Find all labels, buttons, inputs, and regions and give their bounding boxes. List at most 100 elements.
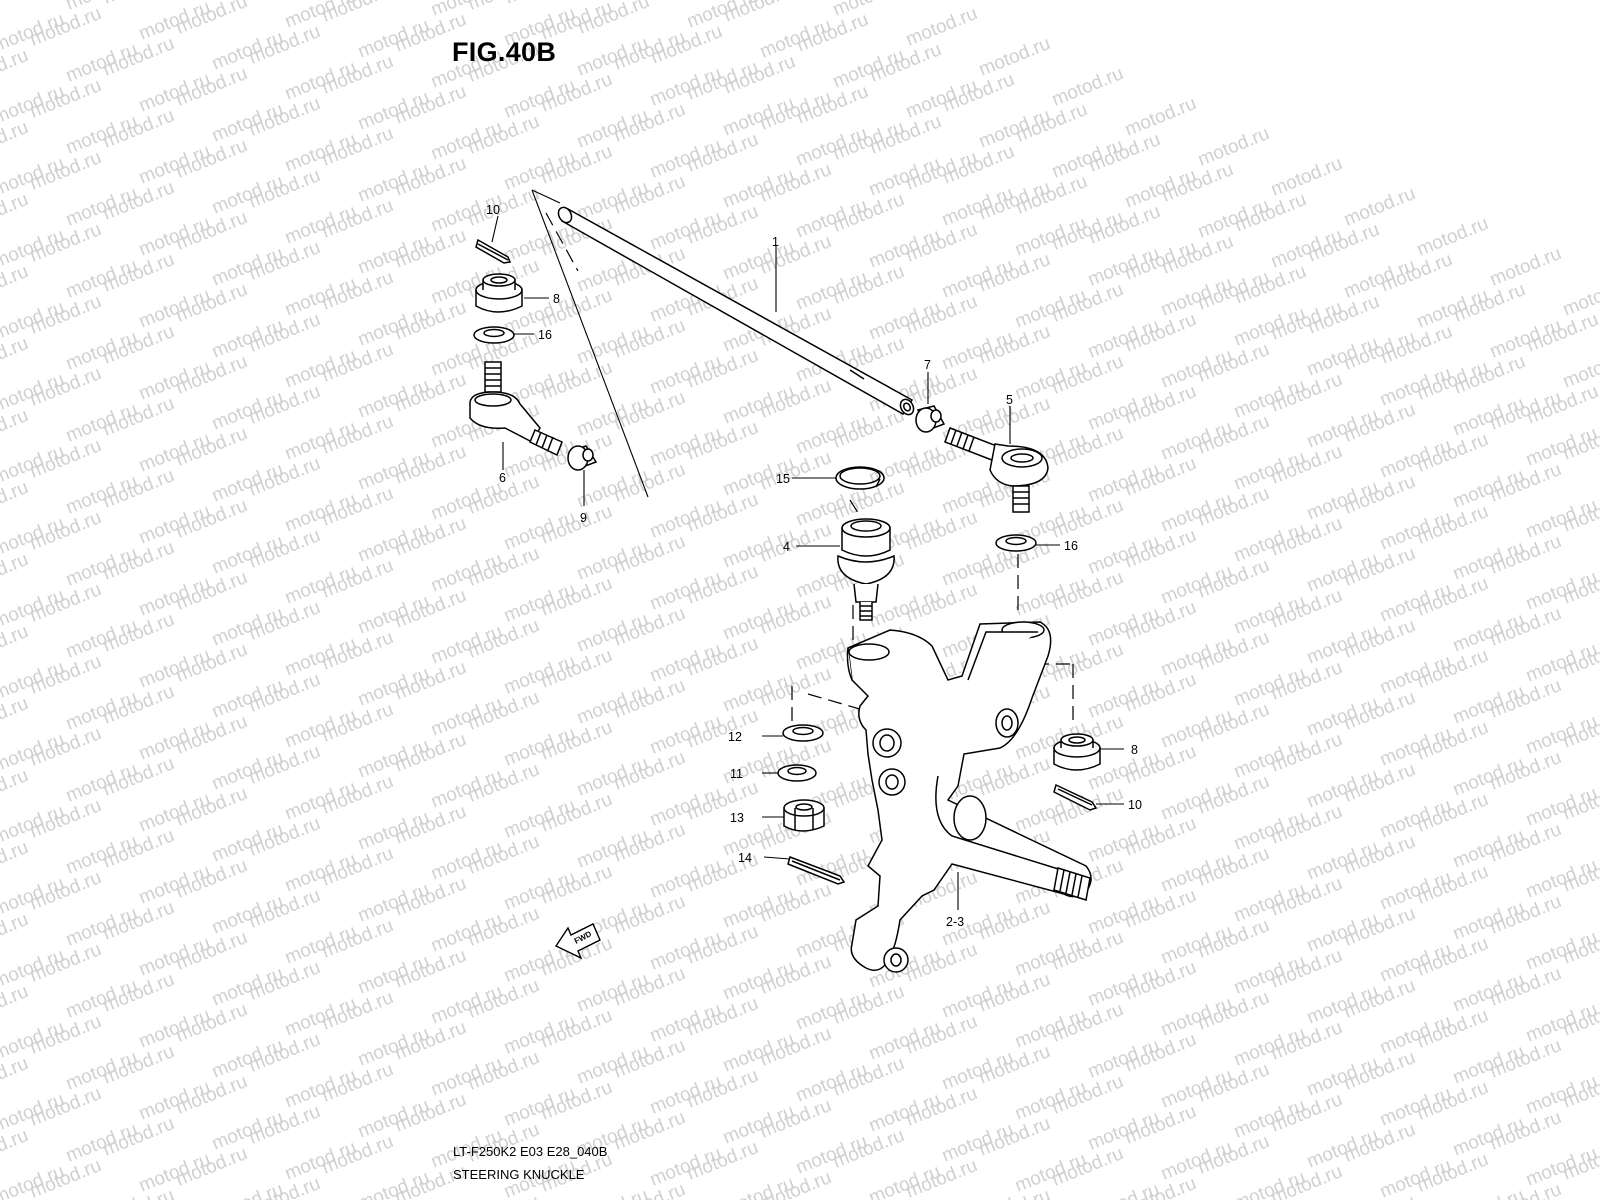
watermark-text: motod.ru (1377, 363, 1454, 411)
watermark-text: motod.ru (1450, 465, 1527, 513)
watermark-text: motod.ru (1158, 777, 1235, 825)
watermark-text: motod.ru (428, 765, 505, 813)
washer-12 (782, 724, 824, 742)
watermark-text: motod.ru (63, 831, 140, 879)
watermark-text: motod.ru (0, 981, 31, 1029)
watermark-text: motod.ru (136, 69, 213, 117)
watermark-text: motod.ru (1450, 681, 1527, 729)
watermark-text: motod.ru (0, 1125, 31, 1173)
watermark-text: motod.ru (1231, 879, 1308, 927)
watermark-text: motod.ru (793, 267, 870, 315)
watermark-text: motod.ru (1304, 765, 1381, 813)
watermark-text: motod.ru (1377, 867, 1454, 915)
watermark-text: motod.ru (647, 1143, 724, 1191)
watermark-text: motod.ru (939, 1119, 1016, 1167)
watermark-text: motod.ru (282, 201, 359, 249)
watermark-text: motod.ru (136, 933, 213, 981)
callout-8-lower: 8 (1131, 743, 1138, 757)
watermark-text: motod.ru (939, 1047, 1016, 1095)
watermark-text: motod.ru (136, 429, 213, 477)
ballstud-axis-line (849, 499, 861, 517)
watermark-text: motod.ru (63, 255, 140, 303)
watermark-text: motod.ru (866, 441, 943, 489)
watermark-text: motod.ru (1304, 837, 1381, 885)
watermark-text: motod.ru (0, 549, 31, 597)
watermark-text: motod.ru (720, 885, 797, 933)
watermark-text: motod.ru (1158, 417, 1235, 465)
cotter-pin-upper (475, 238, 512, 264)
watermark-text: motod.ru (903, 3, 980, 51)
watermark-text: motod.ru (1596, 1029, 1600, 1077)
watermark-text: motod.ru (1377, 939, 1454, 987)
callout-15: 15 (776, 472, 790, 486)
watermark-text: motod.ru (355, 1023, 432, 1071)
watermark-text: motod.ru (136, 141, 213, 189)
watermark-text: motod.ru (282, 993, 359, 1041)
watermark-text: motod.ru (1231, 519, 1308, 567)
watermark-text: motod.ru (0, 333, 31, 381)
watermark-text: motod.ru (1231, 303, 1308, 351)
cotter-pin-14 (787, 856, 846, 885)
watermark-text: motod.ru (209, 963, 286, 1011)
watermark-text: motod.ru (1158, 921, 1235, 969)
watermark-text: motod.ru (1158, 345, 1235, 393)
watermark-text: motod.ru (647, 63, 724, 111)
watermark-text: motod.ru (1158, 993, 1235, 1041)
watermark-text: motod.ru (100, 1185, 177, 1200)
watermark-text: motod.ru (1523, 495, 1600, 543)
watermark-text: motod.ru (720, 237, 797, 285)
watermark-text: motod.ru (136, 501, 213, 549)
watermark-text: motod.ru (1523, 1071, 1600, 1119)
watermark-text: motod.ru (793, 123, 870, 171)
watermark-text: motod.ru (1085, 891, 1162, 939)
watermark-text: motod.ru (976, 105, 1053, 153)
watermark-text: motod.ru (0, 261, 31, 309)
watermark-text: motod.ru (1122, 165, 1199, 213)
watermark-text: motod.ru (209, 891, 286, 939)
watermark-text: motod.ru (501, 795, 578, 843)
watermark-text: motod.ru (1085, 603, 1162, 651)
watermark-text: motod.ru (428, 1053, 505, 1101)
callout-1: 1 (772, 235, 779, 249)
watermark-text: motod.ru (282, 273, 359, 321)
watermark-text: motod.ru (63, 615, 140, 663)
washer-11 (777, 764, 817, 782)
watermark-text: motod.ru (720, 669, 797, 717)
watermark-text: motod.ru (428, 117, 505, 165)
watermark-text: motod.ru (1523, 639, 1600, 687)
watermark-text: motod.ru (1523, 567, 1600, 615)
watermark-text: motod.ru (1085, 315, 1162, 363)
callout-4: 4 (783, 540, 790, 554)
watermark-text: motod.ru (720, 381, 797, 429)
watermark-text: motod.ru (1012, 285, 1089, 333)
watermark-text: motod.ru (647, 495, 724, 543)
watermark-text: motod.ru (63, 111, 140, 159)
watermark-text: motod.ru (1450, 897, 1527, 945)
watermark-text: motod.ru (0, 693, 31, 741)
watermark-text: motod.ru (0, 1053, 31, 1101)
watermark-text: motod.ru (574, 465, 651, 513)
watermark-text: motod.ru (209, 603, 286, 651)
watermark-text: motod.ru (355, 87, 432, 135)
watermark-text: motod.ru (355, 159, 432, 207)
watermark-text: motod.ru (1158, 561, 1235, 609)
watermark-text: motod.ru (1085, 1179, 1162, 1200)
watermark-text: motod.ru (282, 561, 359, 609)
watermark-text: motod.ru (1450, 393, 1527, 441)
watermark-text: motod.ru (574, 753, 651, 801)
watermark-text: motod.ru (793, 195, 870, 243)
watermark-text: motod.ru (1450, 1185, 1527, 1200)
watermark-text: motod.ru (1231, 663, 1308, 711)
watermark-text: motod.ru (574, 321, 651, 369)
tie-rod (557, 206, 915, 416)
watermark-text: motod.ru (574, 105, 651, 153)
watermark-text: motod.ru (1377, 723, 1454, 771)
watermark-text: motod.ru (1596, 813, 1600, 861)
watermark-text: motod.ru (1231, 591, 1308, 639)
watermark-text: motod.ru (1377, 507, 1454, 555)
watermark-text: motod.ru (63, 903, 140, 951)
lock-nut-right (915, 405, 946, 433)
watermark-text: motod.ru (720, 1029, 797, 1077)
watermark-text: motod.ru (866, 225, 943, 273)
watermark-text: motod.ru (939, 327, 1016, 375)
